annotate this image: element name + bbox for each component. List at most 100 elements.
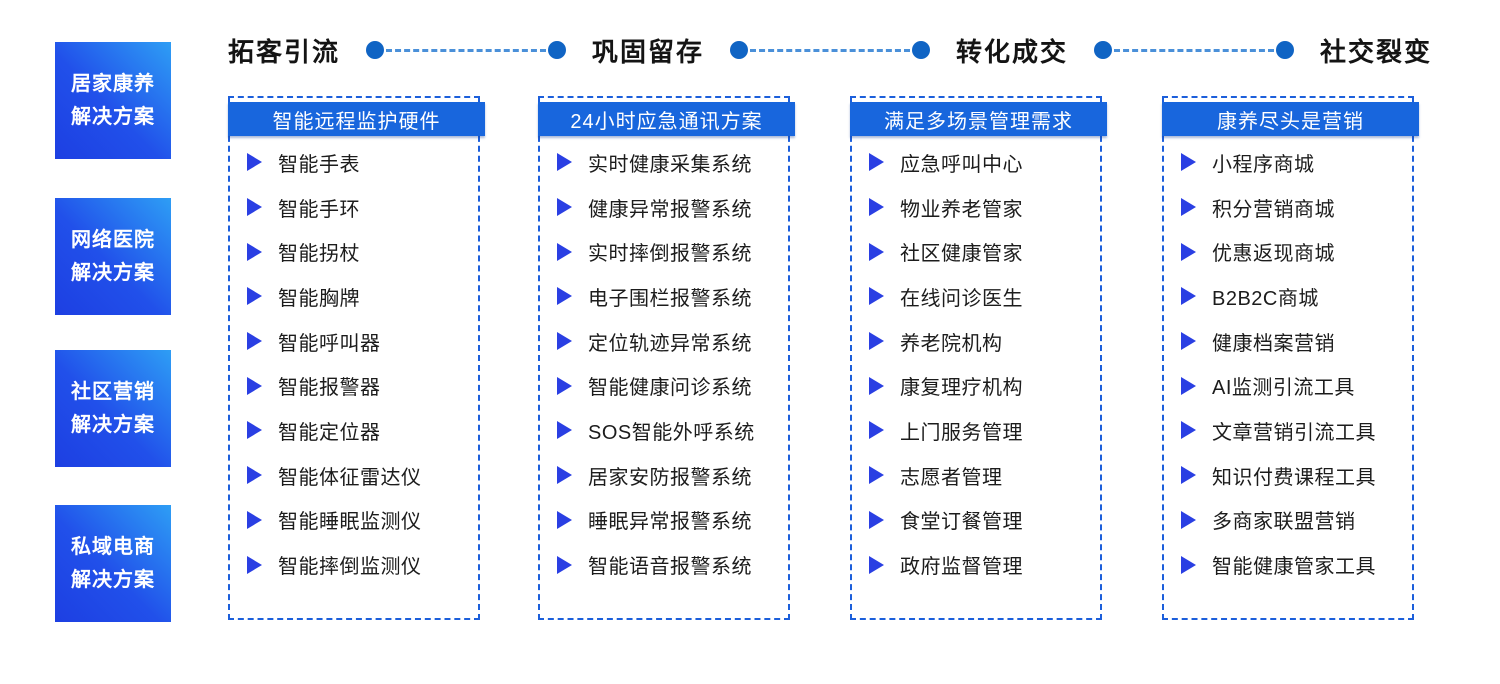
flow-connector xyxy=(730,41,930,59)
sidebar-label-line2: 解决方案 xyxy=(71,568,155,591)
triangle-bullet-icon xyxy=(557,376,572,395)
column-marketing-tools: 康养尽头是营销 小程序商城 积分营销商城 优惠返现商城 B2B2C商城 健康档案… xyxy=(1162,96,1419,620)
triangle-bullet-icon xyxy=(1181,332,1196,351)
list-item: 智能手表 xyxy=(247,140,478,185)
item-label: 智能定位器 xyxy=(278,421,381,444)
item-label: 积分营销商城 xyxy=(1212,198,1335,221)
sidebar-label-line2: 解决方案 xyxy=(71,261,155,284)
funnel-flow: 拓客引流 巩固留存 转化成交 社交裂变 xyxy=(228,33,1432,68)
triangle-bullet-icon xyxy=(1181,555,1196,574)
item-list: 应急呼叫中心 物业养老管家 社区健康管家 在线问诊医生 养老院机构 康复理疗机构… xyxy=(852,140,1100,587)
triangle-bullet-icon xyxy=(869,198,884,217)
item-label: 养老院机构 xyxy=(900,332,1003,355)
item-label: 智能健康管家工具 xyxy=(1212,556,1376,579)
sidebar-label-line1: 居家康养 xyxy=(71,72,155,95)
list-item: 居家安防报警系统 xyxy=(557,453,788,498)
triangle-bullet-icon xyxy=(869,332,884,351)
item-label: 定位轨迹异常系统 xyxy=(588,332,752,355)
triangle-bullet-icon xyxy=(247,198,262,217)
column-header: 智能远程监护硬件 xyxy=(228,102,485,136)
column-scenario-management: 满足多场景管理需求 应急呼叫中心 物业养老管家 社区健康管家 在线问诊医生 养老… xyxy=(850,96,1107,620)
item-label: AI监测引流工具 xyxy=(1212,377,1355,400)
triangle-bullet-icon xyxy=(1181,198,1196,217)
sidebar-label-line1: 社区营销 xyxy=(71,380,155,403)
item-label: 实时健康采集系统 xyxy=(588,153,752,176)
list-item: 知识付费课程工具 xyxy=(1181,453,1412,498)
item-label: 智能体征雷达仪 xyxy=(278,466,422,489)
item-label: 多商家联盟营销 xyxy=(1212,511,1356,534)
flow-step-retention: 巩固留存 xyxy=(592,37,705,68)
item-label: 居家安防报警系统 xyxy=(588,466,752,489)
flow-connector xyxy=(1094,41,1294,59)
list-item: 多商家联盟营销 xyxy=(1181,498,1412,543)
column-header: 康养尽头是营销 xyxy=(1162,102,1419,136)
triangle-bullet-icon xyxy=(557,153,572,172)
list-item: 智能拐杖 xyxy=(247,229,478,274)
item-label: 实时摔倒报警系统 xyxy=(588,243,752,266)
dot-icon xyxy=(912,41,930,59)
item-label: 智能胸牌 xyxy=(278,287,360,310)
list-item: 实时摔倒报警系统 xyxy=(557,229,788,274)
item-label: B2B2C商城 xyxy=(1212,287,1319,310)
list-item: 政府监督管理 xyxy=(869,542,1100,587)
list-item: 小程序商城 xyxy=(1181,140,1412,185)
list-item: 应急呼叫中心 xyxy=(869,140,1100,185)
list-item: 健康档案营销 xyxy=(1181,319,1412,364)
triangle-bullet-icon xyxy=(557,242,572,261)
item-label: 智能睡眠监测仪 xyxy=(278,511,422,534)
triangle-bullet-icon xyxy=(869,555,884,574)
triangle-bullet-icon xyxy=(1181,153,1196,172)
triangle-bullet-icon xyxy=(869,421,884,440)
item-list: 实时健康采集系统 健康异常报警系统 实时摔倒报警系统 电子围栏报警系统 定位轨迹… xyxy=(540,140,788,587)
flow-connector xyxy=(366,41,566,59)
list-item: B2B2C商城 xyxy=(1181,274,1412,319)
item-label: 健康异常报警系统 xyxy=(588,198,752,221)
item-label: 食堂订餐管理 xyxy=(900,511,1023,534)
list-item: 文章营销引流工具 xyxy=(1181,408,1412,453)
list-item: 积分营销商城 xyxy=(1181,185,1412,230)
triangle-bullet-icon xyxy=(1181,287,1196,306)
item-label: 健康档案营销 xyxy=(1212,332,1335,355)
dashed-line xyxy=(386,48,546,52)
item-list: 智能手表 智能手环 智能拐杖 智能胸牌 智能呼叫器 智能报警器 智能定位器 智能… xyxy=(230,140,478,587)
triangle-bullet-icon xyxy=(1181,510,1196,529)
triangle-bullet-icon xyxy=(247,510,262,529)
item-label: 智能健康问诊系统 xyxy=(588,377,752,400)
item-label: 睡眠异常报警系统 xyxy=(588,511,752,534)
triangle-bullet-icon xyxy=(557,555,572,574)
list-item: 社区健康管家 xyxy=(869,229,1100,274)
triangle-bullet-icon xyxy=(869,510,884,529)
triangle-bullet-icon xyxy=(247,332,262,351)
item-label: 应急呼叫中心 xyxy=(900,153,1023,176)
triangle-bullet-icon xyxy=(557,421,572,440)
list-item: 智能睡眠监测仪 xyxy=(247,498,478,543)
list-item: 智能呼叫器 xyxy=(247,319,478,364)
sidebar-item-network-hospital-solution: 网络医院 解决方案 xyxy=(55,198,171,315)
sidebar-item-home-care-solution: 居家康养 解决方案 xyxy=(55,42,171,159)
flow-step-conversion: 转化成交 xyxy=(956,37,1069,68)
item-label: 智能拐杖 xyxy=(278,243,360,266)
list-item: 智能语音报警系统 xyxy=(557,542,788,587)
sidebar-label-line2: 解决方案 xyxy=(71,105,155,128)
triangle-bullet-icon xyxy=(247,421,262,440)
item-label: 政府监督管理 xyxy=(900,556,1023,579)
list-item: 优惠返现商城 xyxy=(1181,229,1412,274)
list-item: AI监测引流工具 xyxy=(1181,363,1412,408)
list-item: 智能摔倒监测仪 xyxy=(247,542,478,587)
list-item: 在线问诊医生 xyxy=(869,274,1100,319)
triangle-bullet-icon xyxy=(869,466,884,485)
list-item: 实时健康采集系统 xyxy=(557,140,788,185)
item-label: SOS智能外呼系统 xyxy=(588,421,755,444)
dashed-line xyxy=(750,48,910,52)
item-label: 小程序商城 xyxy=(1212,153,1315,176)
triangle-bullet-icon xyxy=(1181,421,1196,440)
triangle-bullet-icon xyxy=(557,198,572,217)
triangle-bullet-icon xyxy=(557,332,572,351)
list-item: 上门服务管理 xyxy=(869,408,1100,453)
list-item: 志愿者管理 xyxy=(869,453,1100,498)
list-item: 睡眠异常报警系统 xyxy=(557,498,788,543)
item-label: 志愿者管理 xyxy=(900,466,1003,489)
triangle-bullet-icon xyxy=(247,466,262,485)
triangle-bullet-icon xyxy=(869,376,884,395)
